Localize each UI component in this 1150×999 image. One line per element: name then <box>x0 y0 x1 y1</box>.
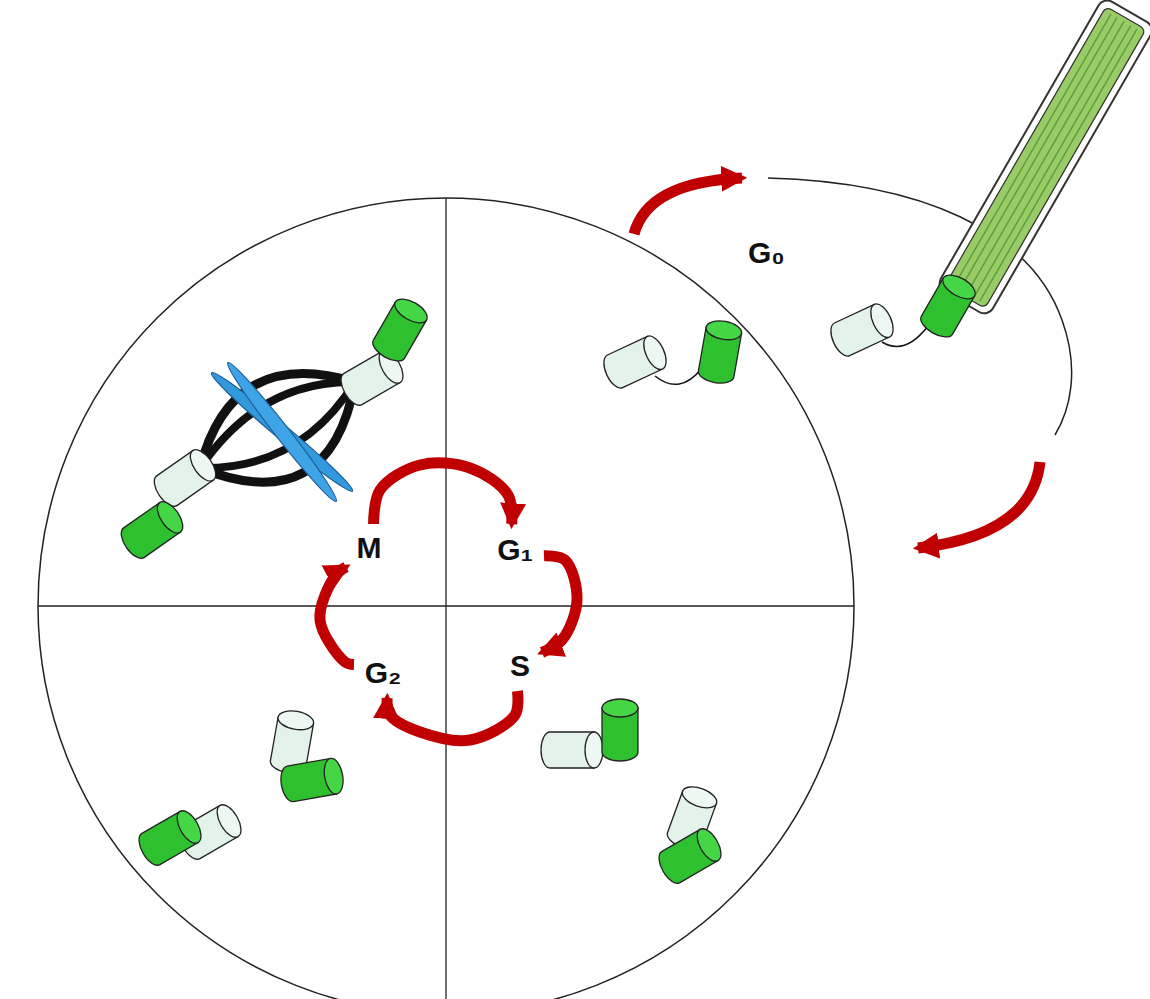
phase-node: G₂ <box>358 652 408 694</box>
chromosomes <box>207 358 357 505</box>
daughter-centriole <box>697 318 743 385</box>
mother-centriole <box>541 732 603 768</box>
phase-transition-arrow <box>542 556 577 653</box>
procentriole <box>654 825 726 887</box>
reentry-arrow <box>918 462 1040 548</box>
phase-node: M <box>350 528 388 568</box>
cycle-circle <box>38 198 854 999</box>
primary-cilium <box>936 0 1150 317</box>
mother-centriole <box>599 333 670 392</box>
phase-node: G₁ <box>490 528 540 572</box>
procentriole <box>134 807 206 869</box>
mother-centriole <box>149 445 220 510</box>
procentriole <box>602 699 638 761</box>
phase-label: G₀ <box>748 236 785 270</box>
phase-transition-arrow <box>320 567 354 665</box>
daughter-centriole <box>369 294 431 366</box>
procentriole <box>278 757 345 803</box>
phase-transition-arrow <box>387 691 518 741</box>
phase-label: G₂ <box>365 656 402 690</box>
phase-label: M <box>357 531 382 565</box>
centriole-linker <box>655 368 702 384</box>
phase-label: S <box>510 649 530 683</box>
quadrant-line <box>445 198 446 999</box>
phase-label: G₁ <box>497 533 533 567</box>
daughter-centriole <box>116 497 187 562</box>
mother-centriole <box>826 301 897 360</box>
phase-transition-arrow <box>374 463 512 524</box>
daughter-centriole <box>917 270 979 342</box>
exit-arrow <box>634 178 742 234</box>
phase-node: S <box>502 645 538 687</box>
